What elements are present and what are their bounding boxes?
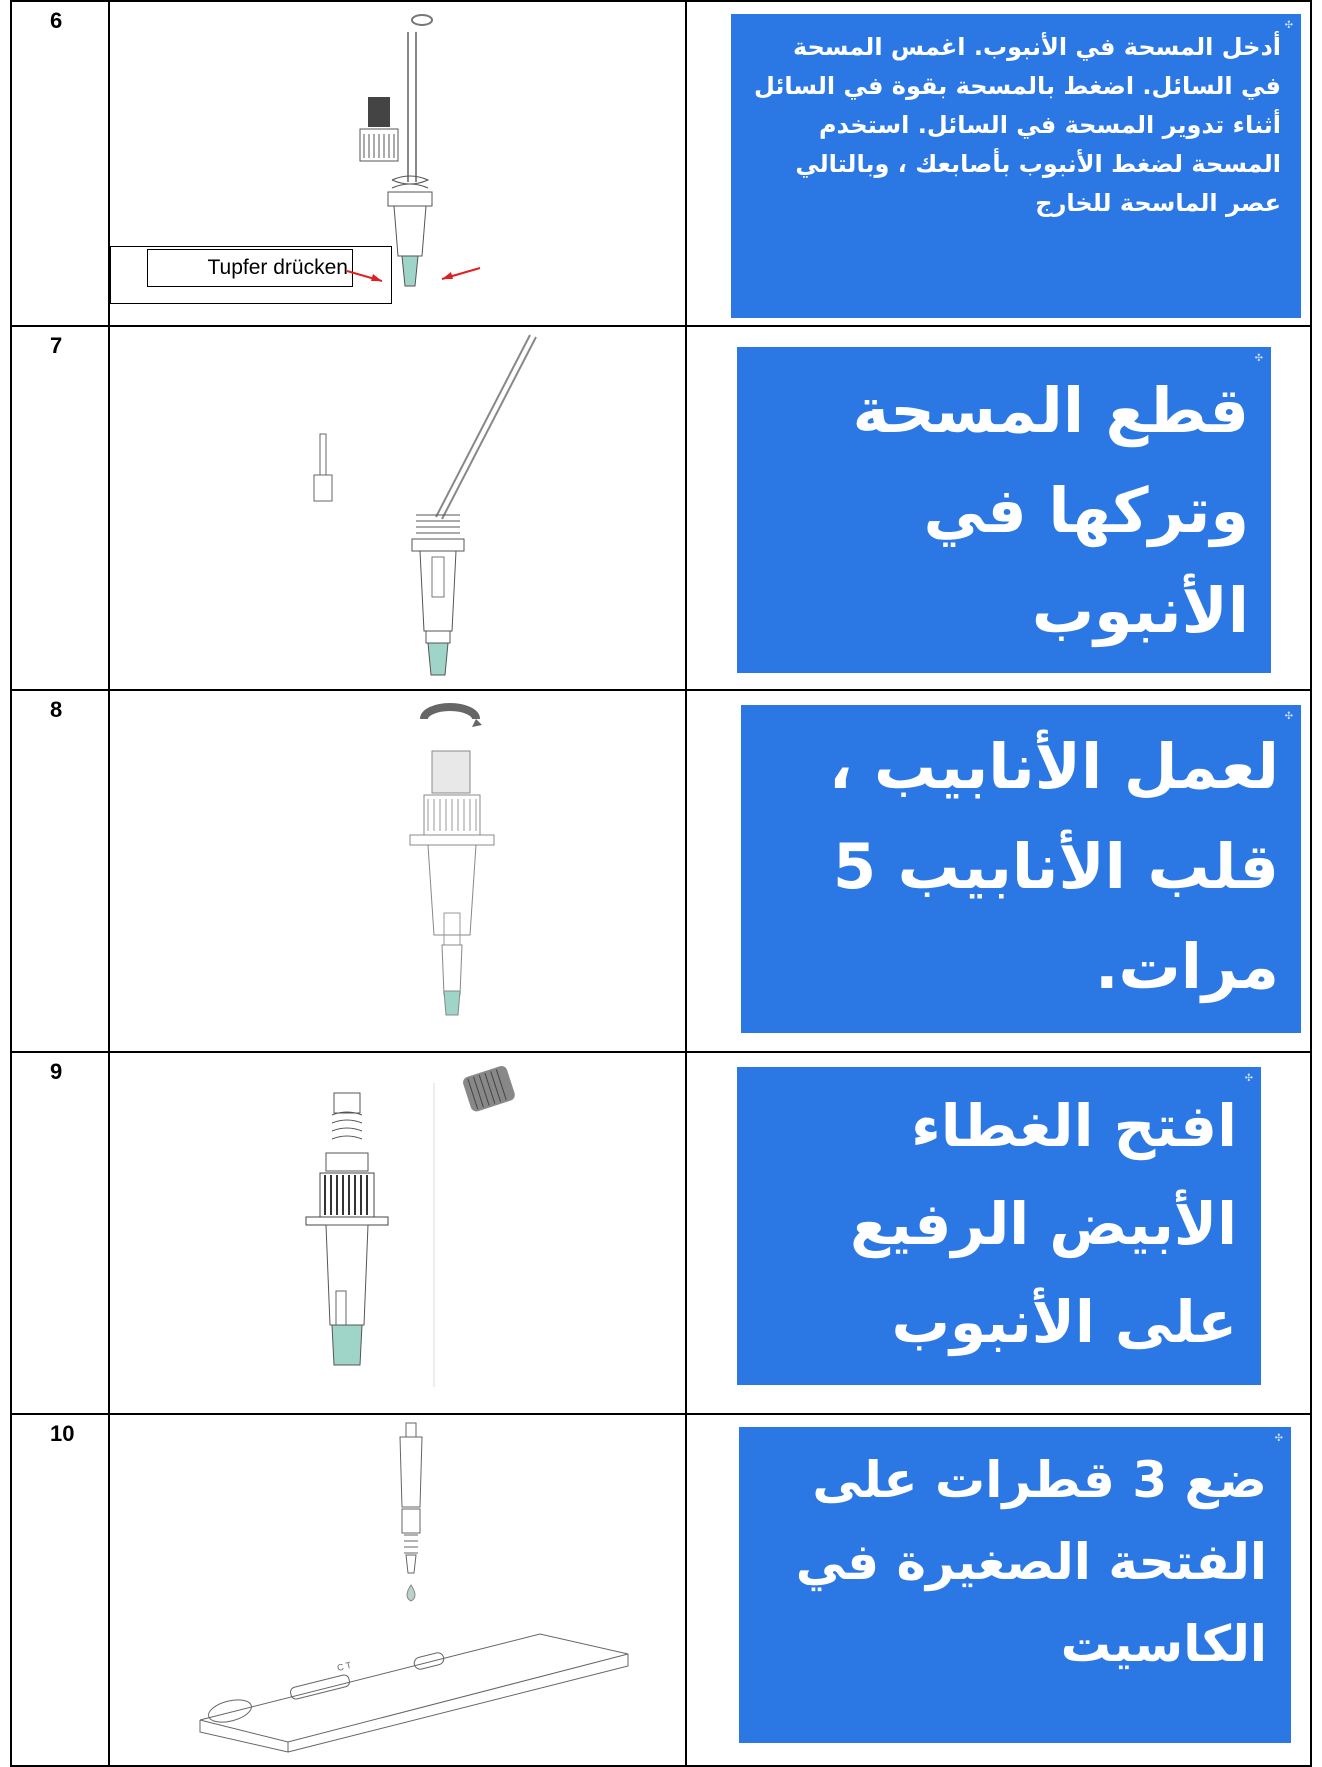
- instruction-box: ✣ أدخل المسحة في الأنبوب. اغمس المسحة في…: [731, 14, 1301, 318]
- anchor-mark-icon: ✣: [1244, 1073, 1253, 1084]
- step-number: 7: [50, 333, 63, 358]
- step-number-cell: 8: [10, 689, 110, 1053]
- svg-text:C T: C T: [336, 1660, 353, 1673]
- step-number: 8: [50, 697, 63, 722]
- illustration-open-cap: [110, 1053, 685, 1413]
- step-row-9: 9: [10, 1051, 1312, 1415]
- illustration-swab-tube: Tupfer drücken: [109, 2, 685, 325]
- step-number-cell: 10: [10, 1413, 110, 1767]
- step-row-8: 8 ✣ لعمل الأنابيب ،: [10, 689, 1312, 1053]
- step-row-6: 6 Tupfer drücken: [10, 0, 1312, 327]
- step-number: 9: [50, 1059, 63, 1084]
- step-number: 6: [50, 8, 63, 33]
- illustration-cell: [107, 689, 688, 1053]
- instruction-box: ✣ افتح الغطاء الأبيض الرفيع على الأنبوب: [737, 1067, 1261, 1385]
- illustration-cell: Tupfer drücken: [107, 0, 688, 327]
- instruction-text: ضع 3 قطرات على الفتحة الصغيرة في الكاسيت: [795, 1451, 1267, 1673]
- drops-cassette-drawing: C T: [199, 1422, 629, 1753]
- illustration-cut-swab: [110, 327, 685, 689]
- illustration-drops-cassette: C T: [110, 1415, 685, 1765]
- illustration-cell: [107, 1051, 688, 1415]
- instruction-table: 6 Tupfer drücken: [10, 0, 1312, 1767]
- instruction-text: لعمل الأنابيب ، قلب الأنابيب 5 مرات.: [828, 730, 1279, 1003]
- instruction-text: أدخل المسحة في الأنبوب. اغمس المسحة في ا…: [753, 33, 1281, 217]
- callout-frame: Tupfer drücken: [109, 246, 392, 304]
- instruction-cell: ✣ افتح الغطاء الأبيض الرفيع على الأنبوب: [685, 1051, 1312, 1415]
- instruction-text: قطع المسحة وتركها في الأنبوب: [852, 374, 1249, 647]
- invert-tube-drawing: [409, 703, 495, 1016]
- instruction-box: ✣ ضع 3 قطرات على الفتحة الصغيرة في الكاس…: [739, 1427, 1291, 1743]
- callout-label: Tupfer drücken: [146, 249, 353, 287]
- instruction-cell: ✣ قطع المسحة وتركها في الأنبوب: [685, 325, 1312, 691]
- instruction-cell: ✣ لعمل الأنابيب ، قلب الأنابيب 5 مرات.: [685, 689, 1312, 1053]
- step-number-cell: 7: [10, 325, 110, 691]
- instruction-cell: ✣ أدخل المسحة في الأنبوب. اغمس المسحة في…: [685, 0, 1312, 327]
- step-number: 10: [50, 1421, 75, 1446]
- illustration-invert-tube: [110, 691, 685, 1051]
- step-number-cell: 9: [10, 1051, 110, 1415]
- instruction-box: ✣ لعمل الأنابيب ، قلب الأنابيب 5 مرات.: [741, 705, 1301, 1033]
- illustration-cell: C T: [107, 1413, 688, 1767]
- instruction-box: ✣ قطع المسحة وتركها في الأنبوب: [737, 347, 1271, 673]
- step-row-10: 10 C T: [10, 1413, 1312, 1767]
- illustration-cell: [107, 325, 688, 691]
- tube-swab-drawing: [346, 14, 481, 287]
- step-row-7: 7 ✣ قطع المسحة وتركه: [10, 325, 1312, 691]
- anchor-mark-icon: ✣: [1284, 20, 1293, 31]
- instruction-cell: ✣ ضع 3 قطرات على الفتحة الصغيرة في الكاس…: [685, 1413, 1312, 1767]
- anchor-mark-icon: ✣: [1254, 353, 1263, 364]
- instruction-text: افتح الغطاء الأبيض الرفيع على الأنبوب: [850, 1092, 1237, 1356]
- step-number-cell: 6: [10, 0, 110, 327]
- anchor-mark-icon: ✣: [1284, 711, 1293, 722]
- anchor-mark-icon: ✣: [1274, 1433, 1283, 1444]
- open-cap-drawing: [305, 1066, 515, 1387]
- cut-swab-drawing: [313, 334, 537, 676]
